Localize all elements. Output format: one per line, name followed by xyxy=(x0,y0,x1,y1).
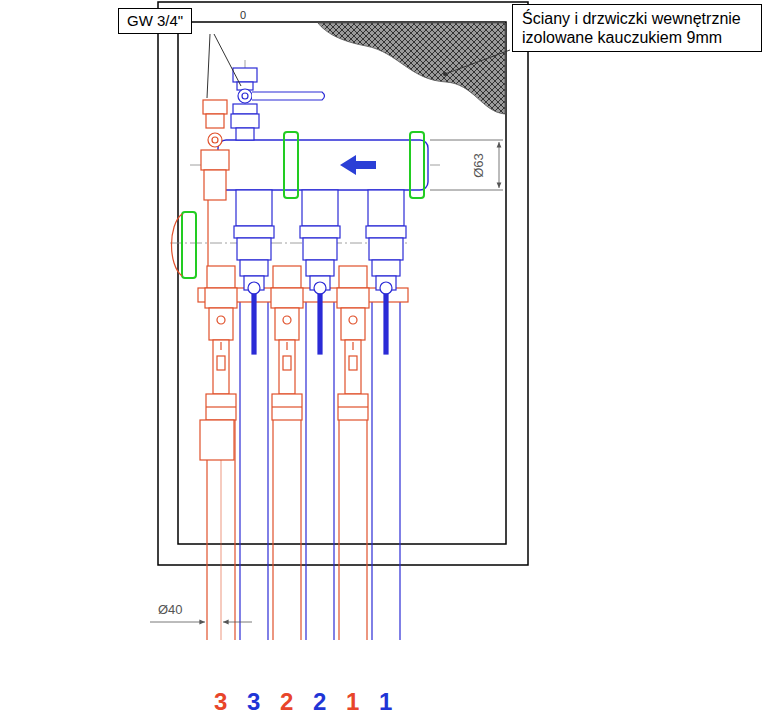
cabinet-outer xyxy=(158,2,528,565)
supply-header xyxy=(218,140,428,190)
circuit-number: 1 xyxy=(379,690,392,714)
circuit-number: 2 xyxy=(280,690,293,714)
circuit-number: 3 xyxy=(214,690,227,714)
callout-text: Ściany i drzwiczki wewnętrznie izolowane… xyxy=(522,9,752,47)
callout-box: Ściany i drzwiczki wewnętrznie izolowane… xyxy=(512,4,762,52)
dimension-label: Ø63 xyxy=(471,152,484,179)
valve-mark: 0 xyxy=(240,10,246,21)
circuit-number: 3 xyxy=(247,690,260,714)
cabinet-inner xyxy=(178,22,506,544)
dimension-label: Ø40 xyxy=(158,603,183,616)
insulation-hatch xyxy=(318,23,505,114)
callout-text: GW 3/4" xyxy=(127,12,183,30)
circuit-number: 2 xyxy=(313,690,326,714)
circuit-number: 1 xyxy=(346,690,359,714)
callout-box: GW 3/4" xyxy=(118,8,192,34)
flow-arrow xyxy=(340,155,376,175)
